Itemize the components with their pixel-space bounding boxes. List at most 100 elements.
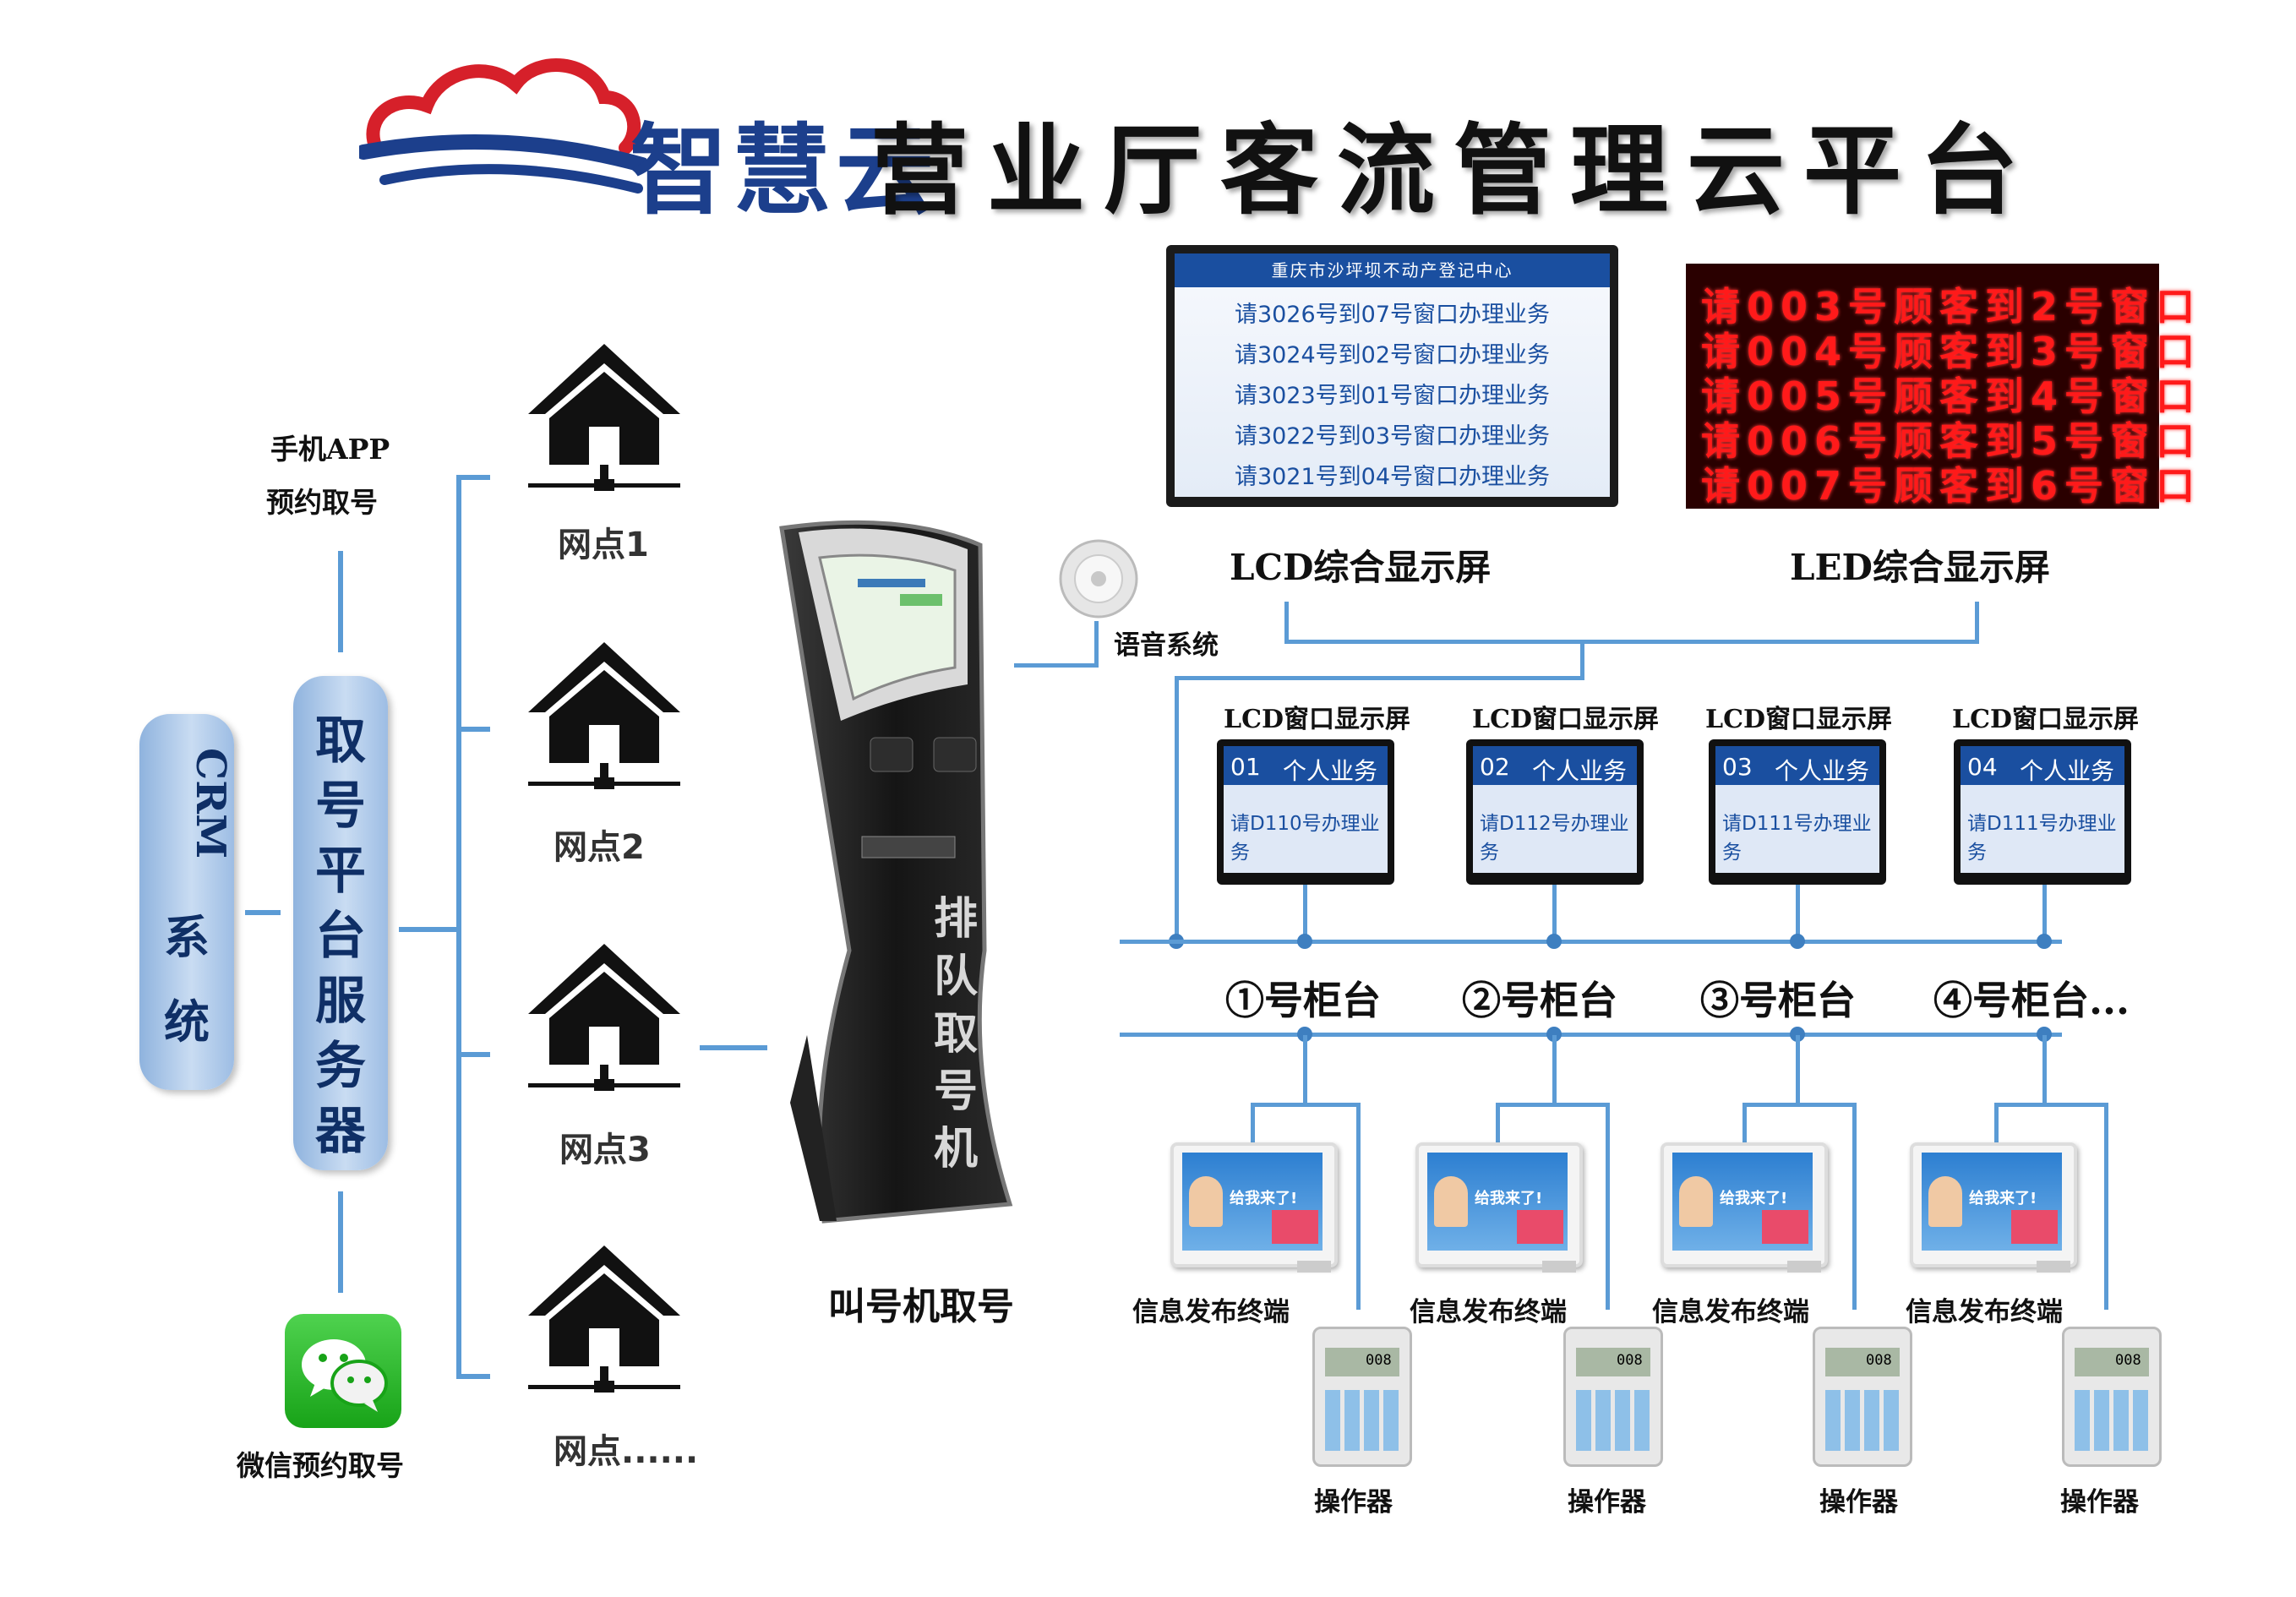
led-row: 请007号顾客到6号窗口 [1701,463,2202,509]
branch-label-3: 网点3 [559,1131,651,1169]
app-label-1: 手机APP [270,433,390,466]
counter-label: ④号柜台... [1933,978,2130,1023]
window-display-4: 04 个人业务 请D111号办理业务 [1954,739,2131,885]
window-drop-4 [2042,885,2047,940]
window-message: 请D111号办理业务 [1722,813,1872,864]
info-terminal-4: 给我来了! [1910,1142,2077,1273]
terminal-fork-3 [1742,1103,1857,1107]
branch-trunk [456,475,461,1379]
counter-bus-1 [1120,940,2062,944]
house-icon-branch-3 [528,944,680,1091]
window-drop-3 [1796,885,1800,940]
window-display-label: LCD窗口显示屏 [1705,705,1892,734]
keypad-label: 操作器 [1819,1487,1898,1518]
counter-bus-2 [1120,1033,2062,1037]
queue-kiosk [779,520,1013,1224]
crm-system-box: CRM 系 统 [139,714,234,1090]
display-bus-link [1175,676,1584,680]
keypad-device-4: 008 [2062,1327,2162,1467]
junction-dot [2037,934,2052,949]
server-branch-connector [399,927,458,932]
lcd-row: 请3023号到01号窗口办理业务 [1234,383,1551,409]
junction-dot [2037,1027,2052,1042]
display-bus-left-drop [1284,602,1289,644]
junction-dot [1297,934,1312,949]
house-icon-branch-4 [528,1245,680,1393]
server-char: 器 [315,1102,366,1161]
terminal-label: 信息发布终端 [1906,1297,2063,1327]
crm-server-connector [245,910,281,915]
kiosk-sign-char: 号 [934,1066,979,1117]
window-drop-2 [1552,885,1557,940]
terminal-fork-left-2 [1496,1103,1500,1147]
lcd-row: 请3026号到07号窗口办理业务 [1234,302,1551,328]
server-char: 台 [315,907,366,966]
keypad-display: 008 [1366,1352,1392,1369]
keypad-label: 操作器 [1568,1487,1646,1518]
voice-drop [1094,621,1099,668]
window-business: 个人业务 [1775,757,1870,785]
counter-label: ②号柜台 [1462,978,1617,1023]
wechat-connector [338,1191,343,1293]
ticket-server-box: 取 号 平 台 服 务 器 [293,676,388,1170]
window-display-3: 03 个人业务 请D111号办理业务 [1709,739,1886,885]
terminal-fork-2 [1496,1103,1610,1107]
branch-label-1: 网点1 [558,526,649,564]
terminal-label: 信息发布终端 [1410,1297,1567,1327]
window-display-2: 02 个人业务 请D112号办理业务 [1466,739,1644,885]
kiosk-sign-char: 队 [934,951,979,1002]
kiosk-sign-char: 排 [934,893,979,945]
junction-dot [1790,1027,1805,1042]
terminal-screen-text: 给我来了! [1720,1190,1788,1207]
terminal-fork-right-3 [1852,1103,1857,1310]
window-number: 02 [1480,753,1510,781]
window-display-label: LCD窗口显示屏 [1952,705,2139,734]
window-business: 个人业务 [2020,757,2115,785]
kiosk-voice-connector [1014,663,1099,668]
window-business: 个人业务 [1532,757,1628,785]
display-bus-link-up [1580,640,1584,680]
server-char: 取 [315,711,366,771]
lcd-row: 请3024号到02号窗口办理业务 [1234,342,1551,368]
info-terminal-2: 给我来了! [1415,1142,1583,1273]
crm-char-2: 统 [164,995,210,1049]
junction-dot [1546,934,1562,949]
terminal-fork-1 [1251,1103,1361,1107]
info-terminal-1: 给我来了! [1170,1142,1338,1273]
terminal-fork-right-2 [1606,1103,1610,1310]
terminal-fork-4 [1994,1103,2108,1107]
crm-label: CRM [187,748,234,859]
server-char: 服 [315,972,366,1031]
led-row: 请004号顾客到3号窗口 [1701,329,2202,374]
wechat-label: 微信预约取号 [237,1449,404,1482]
house-icon-branch-2 [528,642,680,789]
display-bus [1284,640,1979,644]
keypad-device-2: 008 [1563,1327,1663,1467]
window-trunk [1175,676,1179,946]
keypad-device-1: 008 [1312,1327,1412,1467]
speaker-icon [1059,539,1138,619]
window-display-label: LCD窗口显示屏 [1472,705,1659,734]
wechat-icon [285,1314,401,1428]
terminal-fork-right-1 [1356,1103,1361,1310]
window-message: 请D112号办理业务 [1480,813,1629,864]
terminal-fork-left-3 [1742,1103,1747,1147]
branch-tick-3 [456,1052,490,1057]
window-message: 请D110号办理业务 [1230,813,1380,864]
display-bus-right-drop [1975,602,1979,644]
crm-char-1: 系 [164,910,210,964]
terminal-screen-text: 给我来了! [1475,1190,1543,1207]
led-row: 请006号顾客到5号窗口 [1701,418,2202,464]
voice-label: 语音系统 [1114,630,1219,661]
led-row: 请003号顾客到2号窗口 [1701,284,2202,330]
window-display-1: 01 个人业务 请D110号办理业务 [1217,739,1394,885]
info-terminal-3: 给我来了! [1661,1142,1828,1273]
brand-name: 智慧云 [630,113,939,228]
terminal-drop-3 [1796,1035,1800,1107]
lcd-row: 请3021号到04号窗口办理业务 [1234,464,1551,490]
terminal-drop-4 [2042,1035,2047,1107]
junction-dot [1790,934,1805,949]
terminal-fork-left-4 [1994,1103,1999,1147]
terminal-label: 信息发布终端 [1132,1297,1290,1327]
terminal-screen-text: 给我来了! [1969,1190,2037,1207]
